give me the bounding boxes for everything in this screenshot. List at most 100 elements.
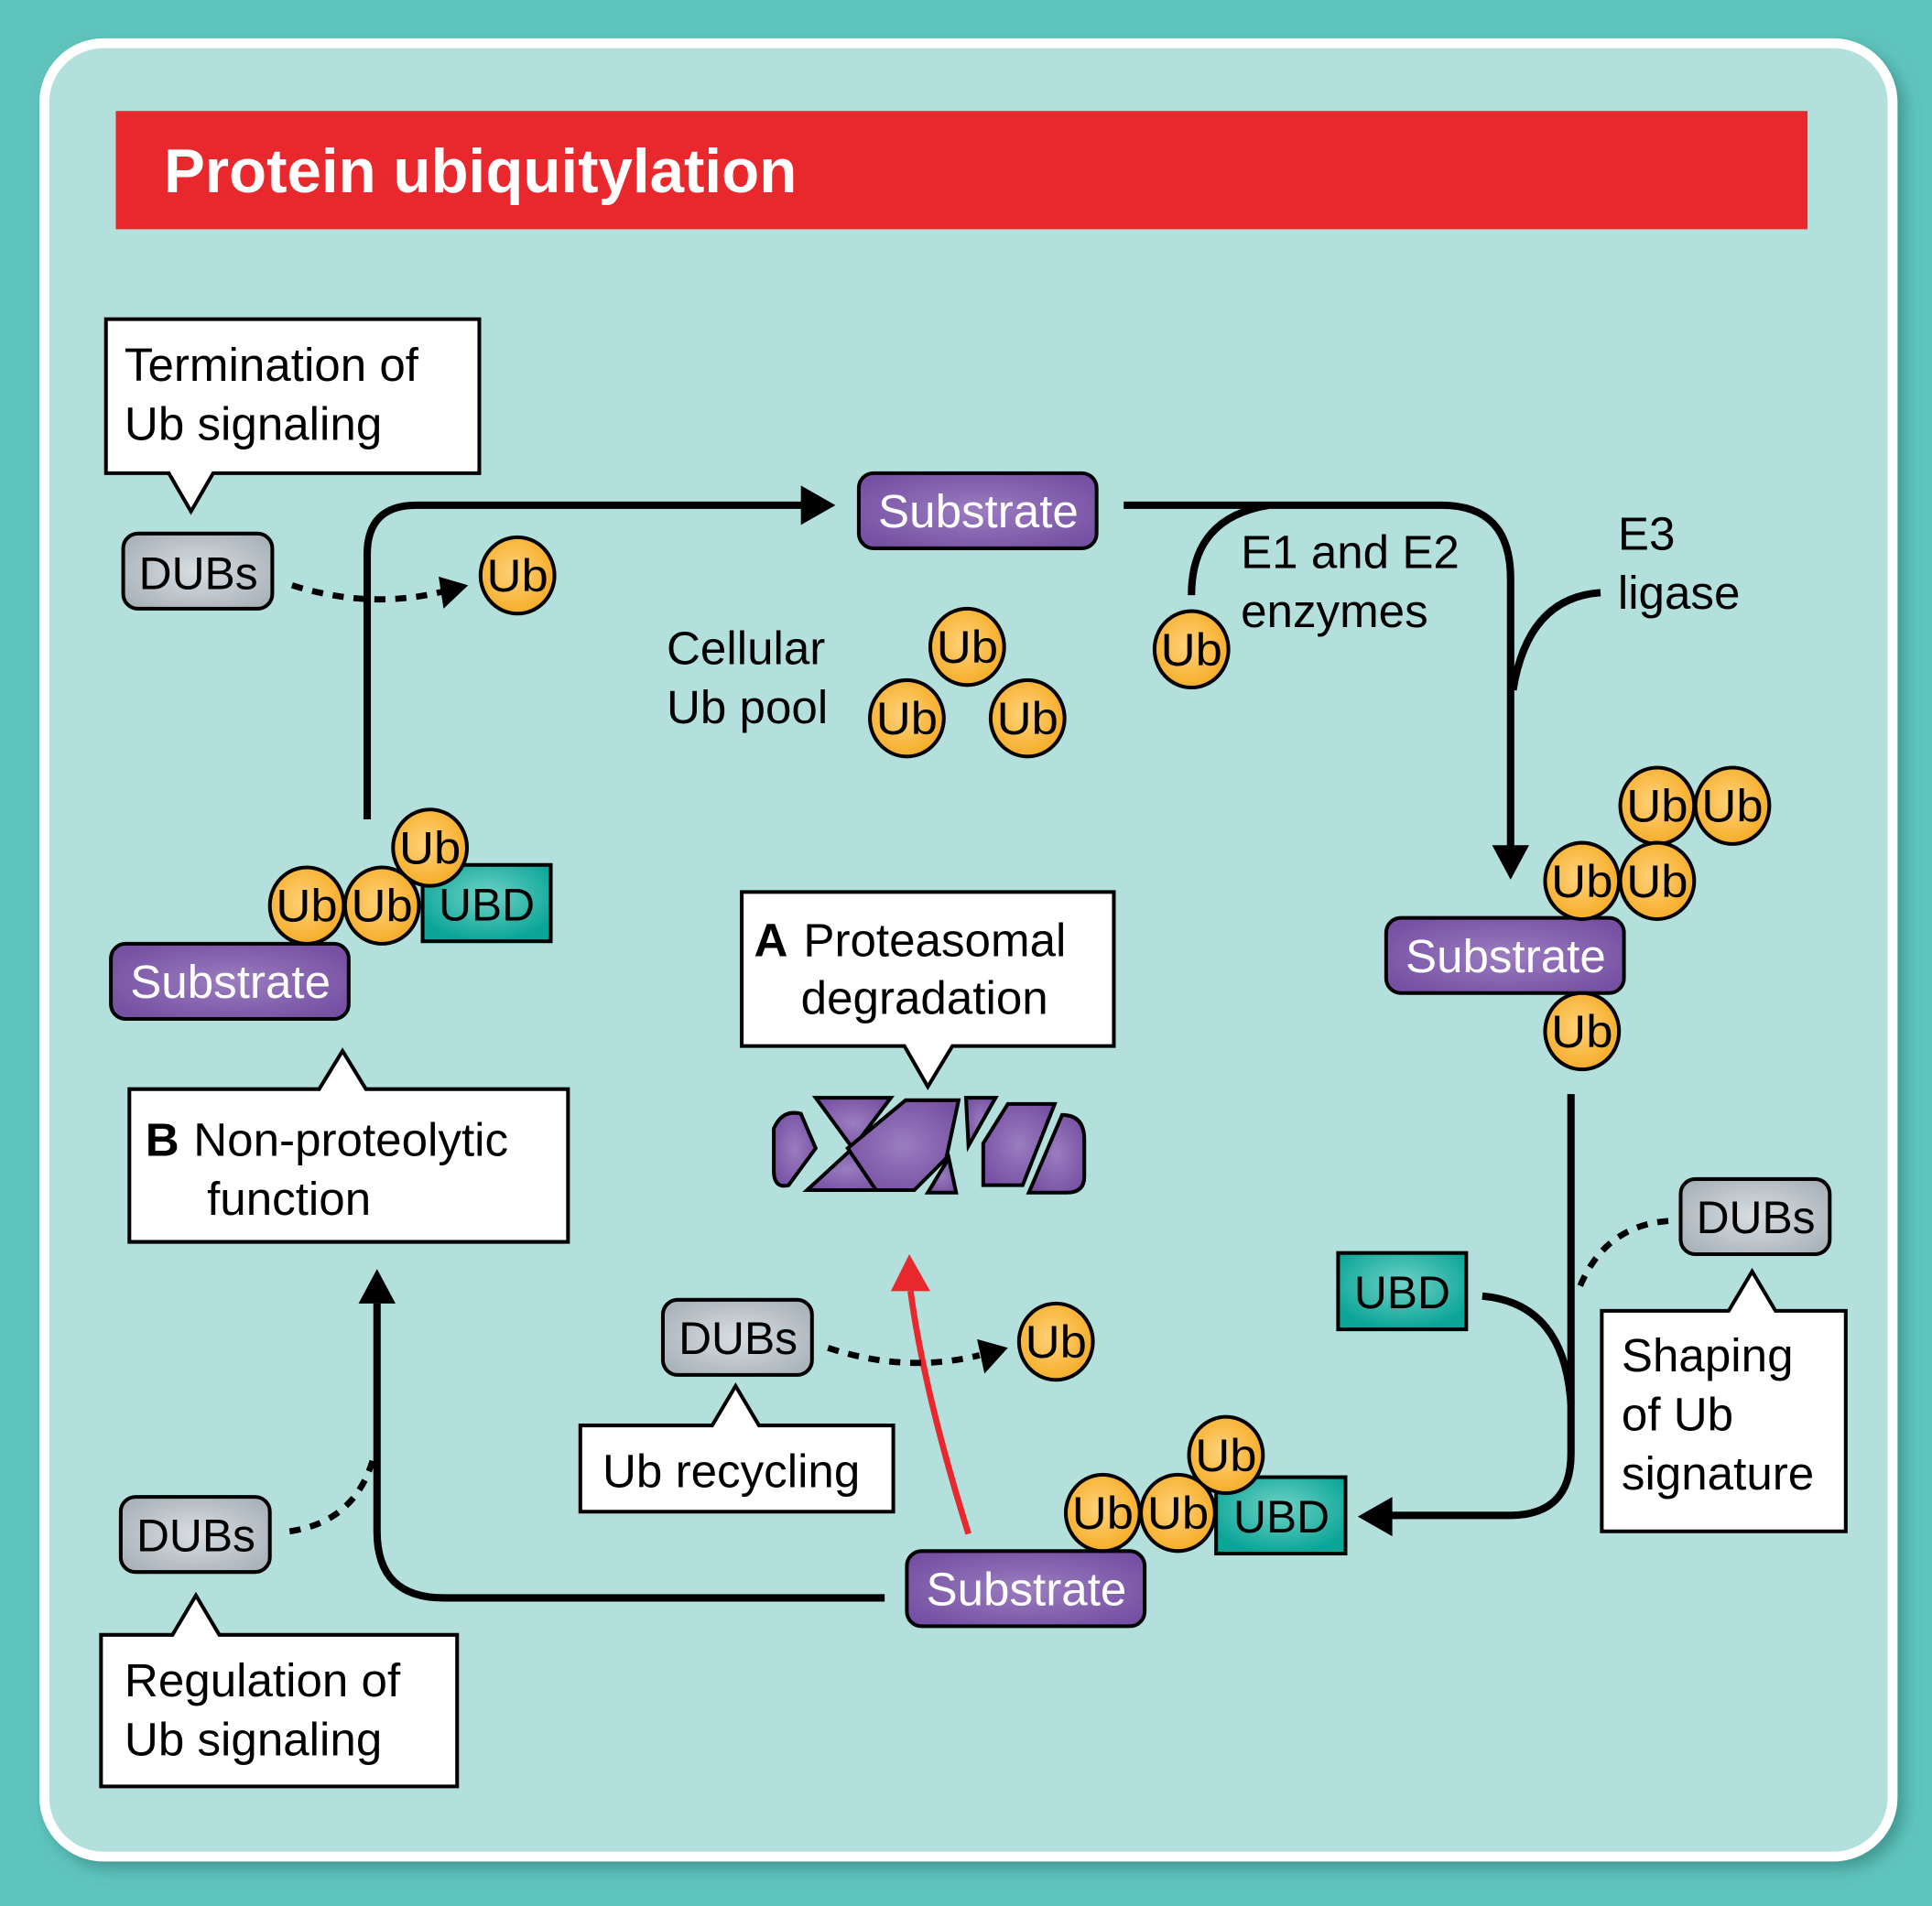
e3-branch-line bbox=[1509, 589, 1601, 691]
ub-chain-left-3[interactable]: Ub bbox=[391, 807, 470, 888]
ub-circle bbox=[1139, 1472, 1217, 1554]
dubs-label: DUBs bbox=[136, 1510, 255, 1561]
cycle-arrow-left-to-top bbox=[363, 501, 829, 819]
ub-label: Ub bbox=[276, 881, 337, 932]
ub-e1e2[interactable]: Ub bbox=[1152, 609, 1231, 690]
fragment-5 bbox=[963, 1096, 999, 1153]
ubd-branch-line bbox=[1482, 1292, 1575, 1405]
e1e2-branch-line bbox=[1188, 501, 1270, 596]
dubs-regulation-dotted-line bbox=[288, 1453, 378, 1535]
degraded-substrate bbox=[772, 1096, 1087, 1195]
ub-free-termination[interactable]: Ub bbox=[478, 535, 557, 616]
callout-shaping-line1: Shaping bbox=[1622, 1329, 1794, 1381]
ub-label: Ub bbox=[1072, 1488, 1134, 1539]
ubd-label: UBD bbox=[439, 879, 535, 930]
ub-pool-1[interactable]: Ub bbox=[928, 606, 1006, 688]
ub-label: Ub bbox=[1551, 1006, 1612, 1057]
dubs-recycling-dotted-arrow bbox=[827, 1345, 981, 1367]
ub-chain-right-2[interactable]: Ub bbox=[1693, 765, 1772, 846]
ub-pool-2[interactable]: Ub bbox=[868, 677, 946, 759]
callout-shaping-line2: of Ub bbox=[1622, 1388, 1733, 1440]
ub-chain-right-3[interactable]: Ub bbox=[1543, 840, 1622, 922]
dubs-box-regulation[interactable]: DUBs bbox=[118, 1495, 272, 1575]
ub-circle bbox=[1618, 840, 1697, 922]
substrate-left[interactable]: Substrate bbox=[109, 941, 351, 1022]
ub-free-recycling[interactable]: Ub bbox=[1016, 1301, 1095, 1382]
ub-label: Ub bbox=[487, 550, 548, 601]
callout-recycling: Ub recycling bbox=[578, 1382, 895, 1514]
callout-recycling-line1: Ub recycling bbox=[602, 1445, 860, 1497]
dubs-label: DUBs bbox=[139, 547, 258, 599]
callout-regulation-line2: Ub signaling bbox=[125, 1714, 382, 1766]
e1e2-label-line1: E1 and E2 bbox=[1241, 525, 1460, 578]
ub-pool-3[interactable]: Ub bbox=[988, 677, 1067, 759]
callout-regulation-line1: Regulation of bbox=[125, 1654, 401, 1706]
fragment-4 bbox=[845, 1098, 961, 1193]
ubd-label: UBD bbox=[1354, 1267, 1450, 1318]
ubd-label: UBD bbox=[1233, 1491, 1330, 1543]
ub-label: Ub bbox=[352, 881, 413, 932]
ub-circle bbox=[928, 606, 1006, 688]
fragment-1 bbox=[772, 1110, 819, 1188]
dubs-label: DUBs bbox=[1697, 1192, 1816, 1243]
ub-chain-right-1[interactable]: Ub bbox=[1618, 765, 1697, 846]
substrate-label: Substrate bbox=[130, 956, 331, 1008]
callout-termination: Termination of Ub signaling bbox=[103, 317, 482, 515]
callout-regulation: Regulation of Ub signaling bbox=[99, 1591, 460, 1789]
fragment-8 bbox=[1026, 1112, 1087, 1195]
ub-label: Ub bbox=[1161, 624, 1222, 676]
fragment-6 bbox=[924, 1153, 959, 1195]
degradation-arrowhead bbox=[890, 1254, 930, 1292]
ub-label: Ub bbox=[937, 622, 998, 673]
substrate-label: Substrate bbox=[878, 485, 1079, 537]
dubs-shaping-dotted-line bbox=[1574, 1218, 1669, 1295]
substrate-top[interactable]: Substrate bbox=[856, 471, 1099, 550]
ub-label: Ub bbox=[399, 822, 461, 873]
ub-label: Ub bbox=[1551, 856, 1612, 907]
cycle-line-top-right bbox=[1123, 501, 1514, 848]
callout-proteasomal-line2: degradation bbox=[801, 972, 1048, 1024]
dotted-arrowhead-2 bbox=[977, 1338, 1008, 1374]
ub-label: Ub bbox=[1147, 1488, 1209, 1539]
dubs-label: DUBs bbox=[678, 1313, 798, 1364]
e1e2-label-line2: enzymes bbox=[1241, 585, 1428, 637]
title-bar bbox=[115, 111, 1808, 230]
arrowhead-left-up bbox=[358, 1269, 396, 1304]
ubd-box-free[interactable]: UBD bbox=[1336, 1251, 1469, 1332]
ub-chain-bottom-2[interactable]: Ub bbox=[1139, 1472, 1217, 1554]
ub-chain-left-2[interactable]: Ub bbox=[342, 865, 421, 946]
cycle-line-bottom-left bbox=[373, 1303, 885, 1602]
dubs-box-shaping[interactable]: DUBs bbox=[1678, 1176, 1832, 1257]
ub-mono-right[interactable]: Ub bbox=[1543, 991, 1622, 1072]
ub-circle bbox=[1543, 991, 1622, 1072]
ub-chain-left-1[interactable]: Ub bbox=[267, 865, 346, 946]
ub-chain-bottom-3[interactable]: Ub bbox=[1187, 1414, 1265, 1496]
ub-circle bbox=[988, 677, 1067, 759]
dotted-arrowhead-1 bbox=[439, 576, 469, 609]
ub-circle bbox=[1187, 1414, 1265, 1496]
dubs-box-recycling[interactable]: DUBs bbox=[660, 1297, 814, 1377]
degradation-arrow bbox=[907, 1290, 971, 1535]
ub-chain-right-4[interactable]: Ub bbox=[1618, 840, 1697, 922]
ub-chain-bottom-1[interactable]: Ub bbox=[1063, 1472, 1142, 1554]
callout-proteasomal: A Proteasomal degradation bbox=[740, 890, 1116, 1090]
callout-shaping: Shaping of Ub signature bbox=[1600, 1267, 1848, 1533]
cycle-line-right-bottom bbox=[1389, 1094, 1575, 1520]
e3-label-line1: E3 bbox=[1618, 507, 1676, 559]
substrate-bottom[interactable]: Substrate bbox=[905, 1549, 1147, 1629]
ub-label: Ub bbox=[1626, 781, 1688, 832]
callout-shaping-line3: signature bbox=[1622, 1447, 1814, 1500]
substrate-label: Substrate bbox=[927, 1564, 1127, 1616]
dubs-box-termination[interactable]: DUBs bbox=[121, 531, 275, 611]
ub-circle bbox=[1016, 1301, 1095, 1382]
callout-nonproteolytic-letter: B bbox=[146, 1113, 179, 1165]
ub-label: Ub bbox=[997, 693, 1058, 744]
ub-label: Ub bbox=[1195, 1430, 1256, 1481]
callout-nonproteolytic-line2: function bbox=[207, 1173, 371, 1225]
e3-label-line2: ligase bbox=[1618, 567, 1741, 619]
substrate-right[interactable]: Substrate bbox=[1384, 915, 1626, 995]
callout-nonproteolytic-line1: Non-proteolytic bbox=[193, 1113, 508, 1165]
ub-circle bbox=[1693, 765, 1772, 846]
ub-circle bbox=[342, 865, 421, 946]
